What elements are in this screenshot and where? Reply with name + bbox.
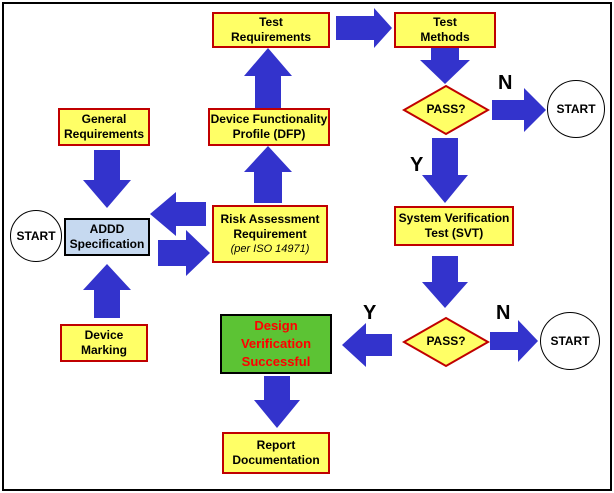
branch-label-bottom-yes: Y: [363, 302, 377, 324]
arrow-design-verification-to-report: [254, 376, 300, 428]
node-test-requirements-line-2: Requirements: [230, 30, 312, 44]
terminal-start-left: START: [10, 210, 62, 262]
node-design-verification-line-1: Design: [254, 318, 298, 333]
arrow-addd-to-risk: [158, 230, 210, 276]
node-test-methods-line-1: Test: [433, 15, 457, 29]
arrow-marking-to-addd: [83, 264, 131, 318]
node-system-verification-test: System Verification Test (SVT): [394, 206, 514, 246]
node-device-functionality-profile: Device Functionality Profile (DFP): [208, 108, 330, 146]
node-svt-line-2: Test (SVT): [424, 226, 484, 240]
decision-label-bottom: PASS?: [426, 334, 466, 348]
node-addd-line-2: Specification: [69, 237, 145, 251]
node-test-requirements-line-1: Test: [259, 15, 283, 29]
node-general-requirements-line-2: Requirements: [63, 127, 145, 141]
node-general-requirements: General Requirements: [58, 108, 150, 146]
arrow-general-to-addd: [83, 150, 131, 208]
arrow-dfp-to-test-requirements: [244, 48, 292, 108]
decision-label-top: PASS?: [426, 102, 466, 116]
node-risk-assessment: Risk Assessment Requirement (per ISO 149…: [212, 205, 328, 263]
branch-label-top-yes: Y: [410, 154, 424, 176]
node-report-documentation: Report Documentation: [222, 432, 330, 474]
node-dfp-line-2: Profile (DFP): [232, 127, 306, 141]
node-design-verification-successful: Design Verification Successful: [220, 314, 332, 374]
node-addd-line-1: ADDD: [89, 222, 125, 236]
node-test-methods: Test Methods: [394, 12, 496, 48]
node-device-marking: Device Marking: [60, 324, 148, 362]
decision-diamond-top: [401, 84, 491, 136]
node-addd-specification: ADDD Specification: [64, 218, 150, 256]
branch-label-bottom-no: N: [496, 302, 511, 324]
terminal-start-bottom-right: START: [540, 312, 600, 370]
node-report-line-2: Documentation: [232, 453, 320, 467]
node-svt-line-1: System Verification: [398, 211, 510, 225]
arrow-pass-bottom-to-design-verification: [342, 323, 392, 367]
arrow-pass-top-to-start: [492, 88, 546, 132]
node-test-requirements: Test Requirements: [212, 12, 330, 48]
node-test-methods-line-2: Methods: [420, 30, 470, 44]
arrow-risk-to-addd: [150, 192, 206, 236]
arrow-pass-top-to-svt: [422, 138, 468, 203]
node-design-verification-line-3: Successful: [241, 354, 311, 369]
node-device-marking-line-2: Marking: [80, 343, 127, 357]
branch-label-top-no: N: [498, 72, 513, 94]
node-risk-line-2: Requirement: [233, 226, 307, 241]
node-risk-line-3: (per ISO 14971): [230, 242, 310, 255]
arrow-test-methods-to-pass-top: [420, 48, 470, 84]
decision-diamond-bottom: [401, 316, 491, 368]
node-design-verification-line-2: Verification: [240, 336, 312, 351]
node-risk-line-1: Risk Assessment: [220, 211, 320, 226]
node-dfp-line-1: Device Functionality: [210, 112, 328, 126]
arrow-risk-to-dfp: [244, 146, 292, 203]
arrow-test-req-to-test-methods: [336, 8, 392, 48]
node-general-requirements-line-1: General: [81, 112, 127, 126]
node-device-marking-line-1: Device: [84, 328, 124, 342]
terminal-start-top-right: START: [547, 80, 605, 138]
arrow-svt-to-pass-bottom: [422, 256, 468, 308]
node-report-line-1: Report: [256, 438, 296, 452]
arrow-pass-bottom-to-start: [490, 320, 538, 362]
